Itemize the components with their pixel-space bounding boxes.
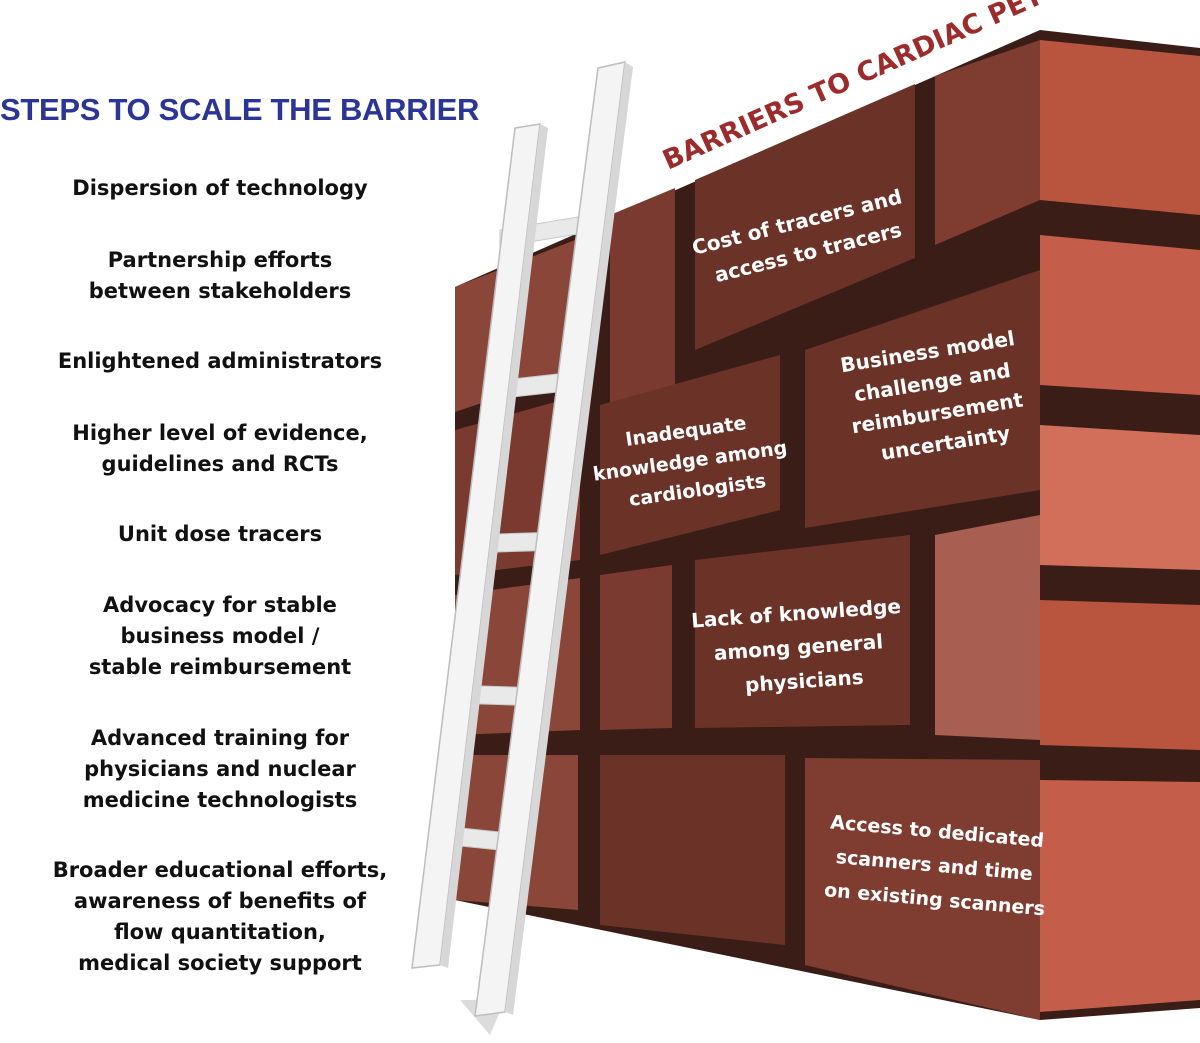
wall-side-face [1040,40,1200,1012]
brick [600,755,785,945]
side-brick [1040,425,1200,570]
brick-scanners [805,758,1040,1020]
step-line: physicians and nuclear [84,757,356,781]
brick-business [805,270,1040,528]
step-line: Broader educational efforts, [52,858,388,882]
step-item: Advanced training for physicians and nuc… [30,723,410,816]
step-item: Advocacy for stable business model / sta… [30,590,410,683]
step-line: medicine technologists [82,788,358,812]
step-line: Enlightened administrators [57,349,383,373]
brick-pink [935,515,1040,740]
step-item: Unit dose tracers [30,519,410,550]
step-line: Advocacy for stable [103,593,337,617]
step-item: Enlightened administrators [30,346,410,377]
brick-tracers [695,84,915,350]
step-item: Higher level of evidence, guidelines and… [30,418,410,480]
step-line: medical society support [78,951,362,975]
step-line: stable reimbursement [88,655,352,679]
wall-row-5 [455,755,1040,1020]
step-item: Partnership efforts between stakeholders [30,245,410,307]
step-line: Partnership efforts [107,248,333,272]
step-item: Broader educational efforts, awareness o… [30,855,410,979]
step-item: Dispersion of technology [30,173,410,204]
side-brick [1040,40,1200,215]
step-line: business model / [120,624,320,648]
barrier-label-scanners: Access to dedicated scanners and time on… [823,811,1052,920]
brick [600,565,672,730]
brick [935,40,1040,245]
step-line: guidelines and RCTs [101,452,339,476]
step-line: Unit dose tracers [117,522,323,546]
brick-physicians [695,535,910,728]
steps-title: STEPS TO SCALE THE BARRIER [0,92,480,127]
side-brick [1040,780,1200,1012]
step-line: between stakeholders [88,279,352,303]
step-line: awareness of benefits of [73,889,367,913]
ladder-rail-left-shade [440,124,548,968]
ladder-illustration [411,61,633,1035]
side-brick [1040,600,1200,750]
step-line: Higher level of evidence, [72,421,368,445]
brick-cardiologists [600,355,780,555]
side-brick [1040,235,1200,395]
step-line: flow quantitation, [114,920,326,944]
step-line: Dispersion of technology [72,176,368,200]
step-line: Advanced training for [90,726,350,750]
ladder-rail-right-shade [505,62,633,1015]
